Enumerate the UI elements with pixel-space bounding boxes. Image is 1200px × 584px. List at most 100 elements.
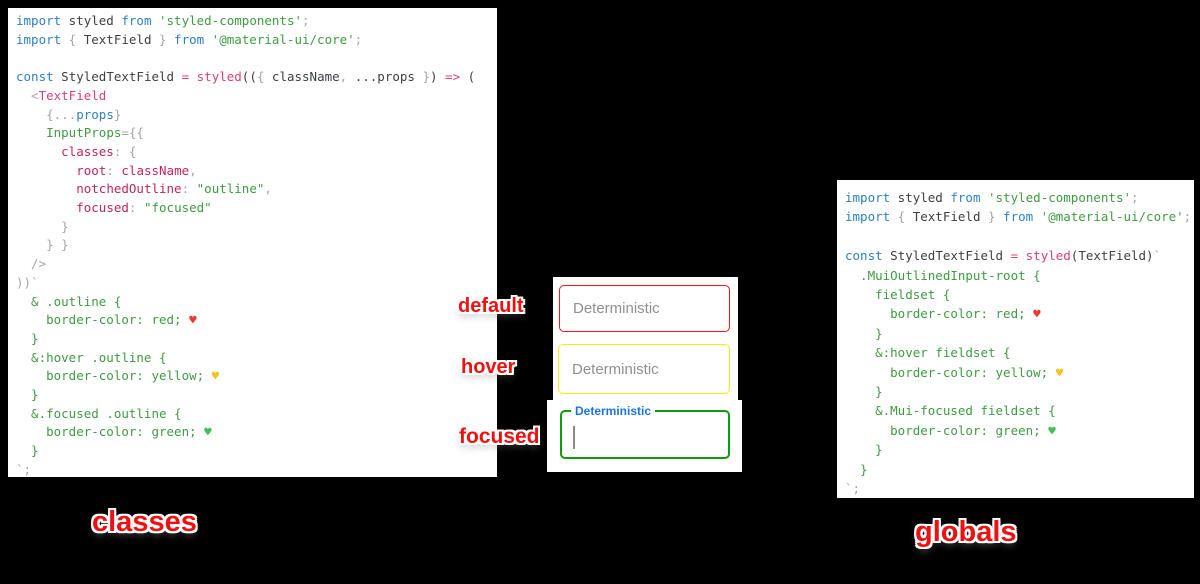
code-token: import (845, 190, 891, 205)
textfield-default[interactable]: Deterministic (559, 285, 730, 332)
code-token: } (845, 442, 883, 458)
code-token: '@material-ui/core' (1033, 209, 1184, 225)
code-line: } (16, 386, 497, 405)
code-token: `; (845, 481, 861, 497)
code-token: const (16, 69, 54, 85)
code-token: ( (460, 69, 476, 85)
code-token: { (61, 31, 84, 47)
code-token: from (174, 31, 205, 47)
code-line: ))` (16, 274, 497, 293)
code-token: ) (430, 69, 446, 85)
state-label-hover: hover (461, 356, 516, 378)
code-line: import { TextField } from '@material-ui/… (845, 207, 1194, 226)
code-token: styled (196, 69, 242, 85)
code-token (16, 163, 76, 178)
code-token: border-color: red; (16, 312, 190, 328)
code-line: &:hover fieldset { (845, 343, 1194, 362)
code-token: ` (1153, 248, 1162, 264)
code-line: import styled from 'styled-components'; (16, 12, 497, 31)
code-line: const StyledTextField = styled(TextField… (845, 246, 1194, 265)
code-token: } (845, 384, 883, 400)
green-heart-icon: ♥ (1048, 422, 1056, 438)
code-token: } (16, 218, 69, 234)
textfield-default-placeholder: Deterministic (573, 300, 660, 317)
code-token: { (256, 69, 272, 85)
code-line: `; (845, 479, 1194, 498)
code-line: &.focused .outline { (16, 405, 497, 424)
code-token: } (151, 31, 175, 47)
code-token: TextField (912, 209, 981, 225)
code-token: StyledTextField (882, 248, 1011, 264)
code-token: className (121, 162, 190, 178)
code-token: border-color: red; (845, 306, 1034, 322)
code-token (189, 69, 197, 84)
code-token (1018, 248, 1026, 263)
code-token: , (189, 162, 197, 178)
code-token: } } (16, 237, 69, 253)
code-token: : (106, 162, 122, 178)
code-line: root: className, (16, 162, 497, 181)
code-token: className (271, 69, 340, 85)
code-token: fieldset { (845, 287, 951, 303)
code-line (845, 227, 1194, 246)
code-token: ; (1131, 190, 1139, 205)
code-token: } (113, 106, 122, 122)
code-line: border-color: yellow; ♥ (845, 363, 1194, 382)
code-token: } (16, 330, 39, 346)
code-token: StyledTextField (53, 69, 182, 85)
code-line: import { TextField } from '@material-ui/… (16, 31, 497, 50)
code-token: .MuiOutlinedInput-root { (845, 267, 1041, 283)
caption-classes: classes (92, 506, 197, 538)
code-token: < (16, 87, 39, 103)
code-token (16, 200, 76, 215)
code-line: } (16, 218, 497, 237)
code-token: props (76, 106, 114, 122)
code-line: .MuiOutlinedInput-root { (845, 266, 1194, 285)
code-line: focused: "focused" (16, 199, 497, 218)
code-token: "outline" (196, 181, 265, 197)
code-token: border-color: green; (845, 422, 1049, 438)
textfield-focused[interactable]: Deterministic (560, 403, 730, 459)
code-token: ; (1183, 209, 1192, 225)
code-token: TextField (83, 31, 152, 47)
code-token: &.focused .outline { (16, 405, 182, 421)
code-line: fieldset { (845, 285, 1194, 304)
code-token (16, 107, 46, 122)
classes-code-panel: import styled from 'styled-components';i… (8, 8, 497, 477)
code-line: <TextField (16, 87, 497, 106)
code-line: border-color: green; ♥ (845, 421, 1194, 440)
code-line: } (845, 440, 1194, 459)
code-line: } (16, 442, 497, 461)
textfield-focused-floating-label: Deterministic (571, 403, 656, 419)
code-token: : { (113, 143, 137, 159)
code-token: notchedOutline (76, 181, 182, 197)
textfield-hover[interactable]: Deterministic (558, 344, 730, 394)
code-token: , (339, 69, 355, 85)
code-token: 'styled-components' (151, 13, 302, 28)
text-cursor (573, 426, 575, 449)
code-token: {... (46, 106, 77, 122)
code-line: notchedOutline: "outline", (16, 180, 497, 199)
code-token: : (181, 181, 197, 197)
code-line: border-color: green; ♥ (16, 423, 497, 442)
code-token: const (845, 248, 883, 264)
code-token (16, 144, 61, 159)
code-token: styled (1025, 248, 1071, 264)
caption-globals: globals (915, 516, 1017, 548)
red-heart-icon: ♥ (189, 312, 197, 328)
code-token: import (16, 31, 62, 47)
code-token: focused (76, 200, 129, 216)
code-token: = (181, 69, 190, 85)
classes-code: import styled from 'styled-components';i… (16, 12, 497, 477)
code-token: } (845, 325, 883, 341)
code-line: & .outline { (16, 293, 497, 312)
code-token: &:hover .outline { (16, 349, 167, 365)
code-line: classes: { (16, 143, 497, 162)
code-token: &:hover fieldset { (845, 345, 1011, 361)
code-token: } (414, 69, 430, 85)
code-token: ; (354, 31, 363, 47)
code-token (16, 125, 46, 140)
code-line: } (845, 382, 1194, 401)
code-line: border-color: red; ♥ (16, 311, 497, 330)
code-token: ))` (16, 274, 39, 290)
